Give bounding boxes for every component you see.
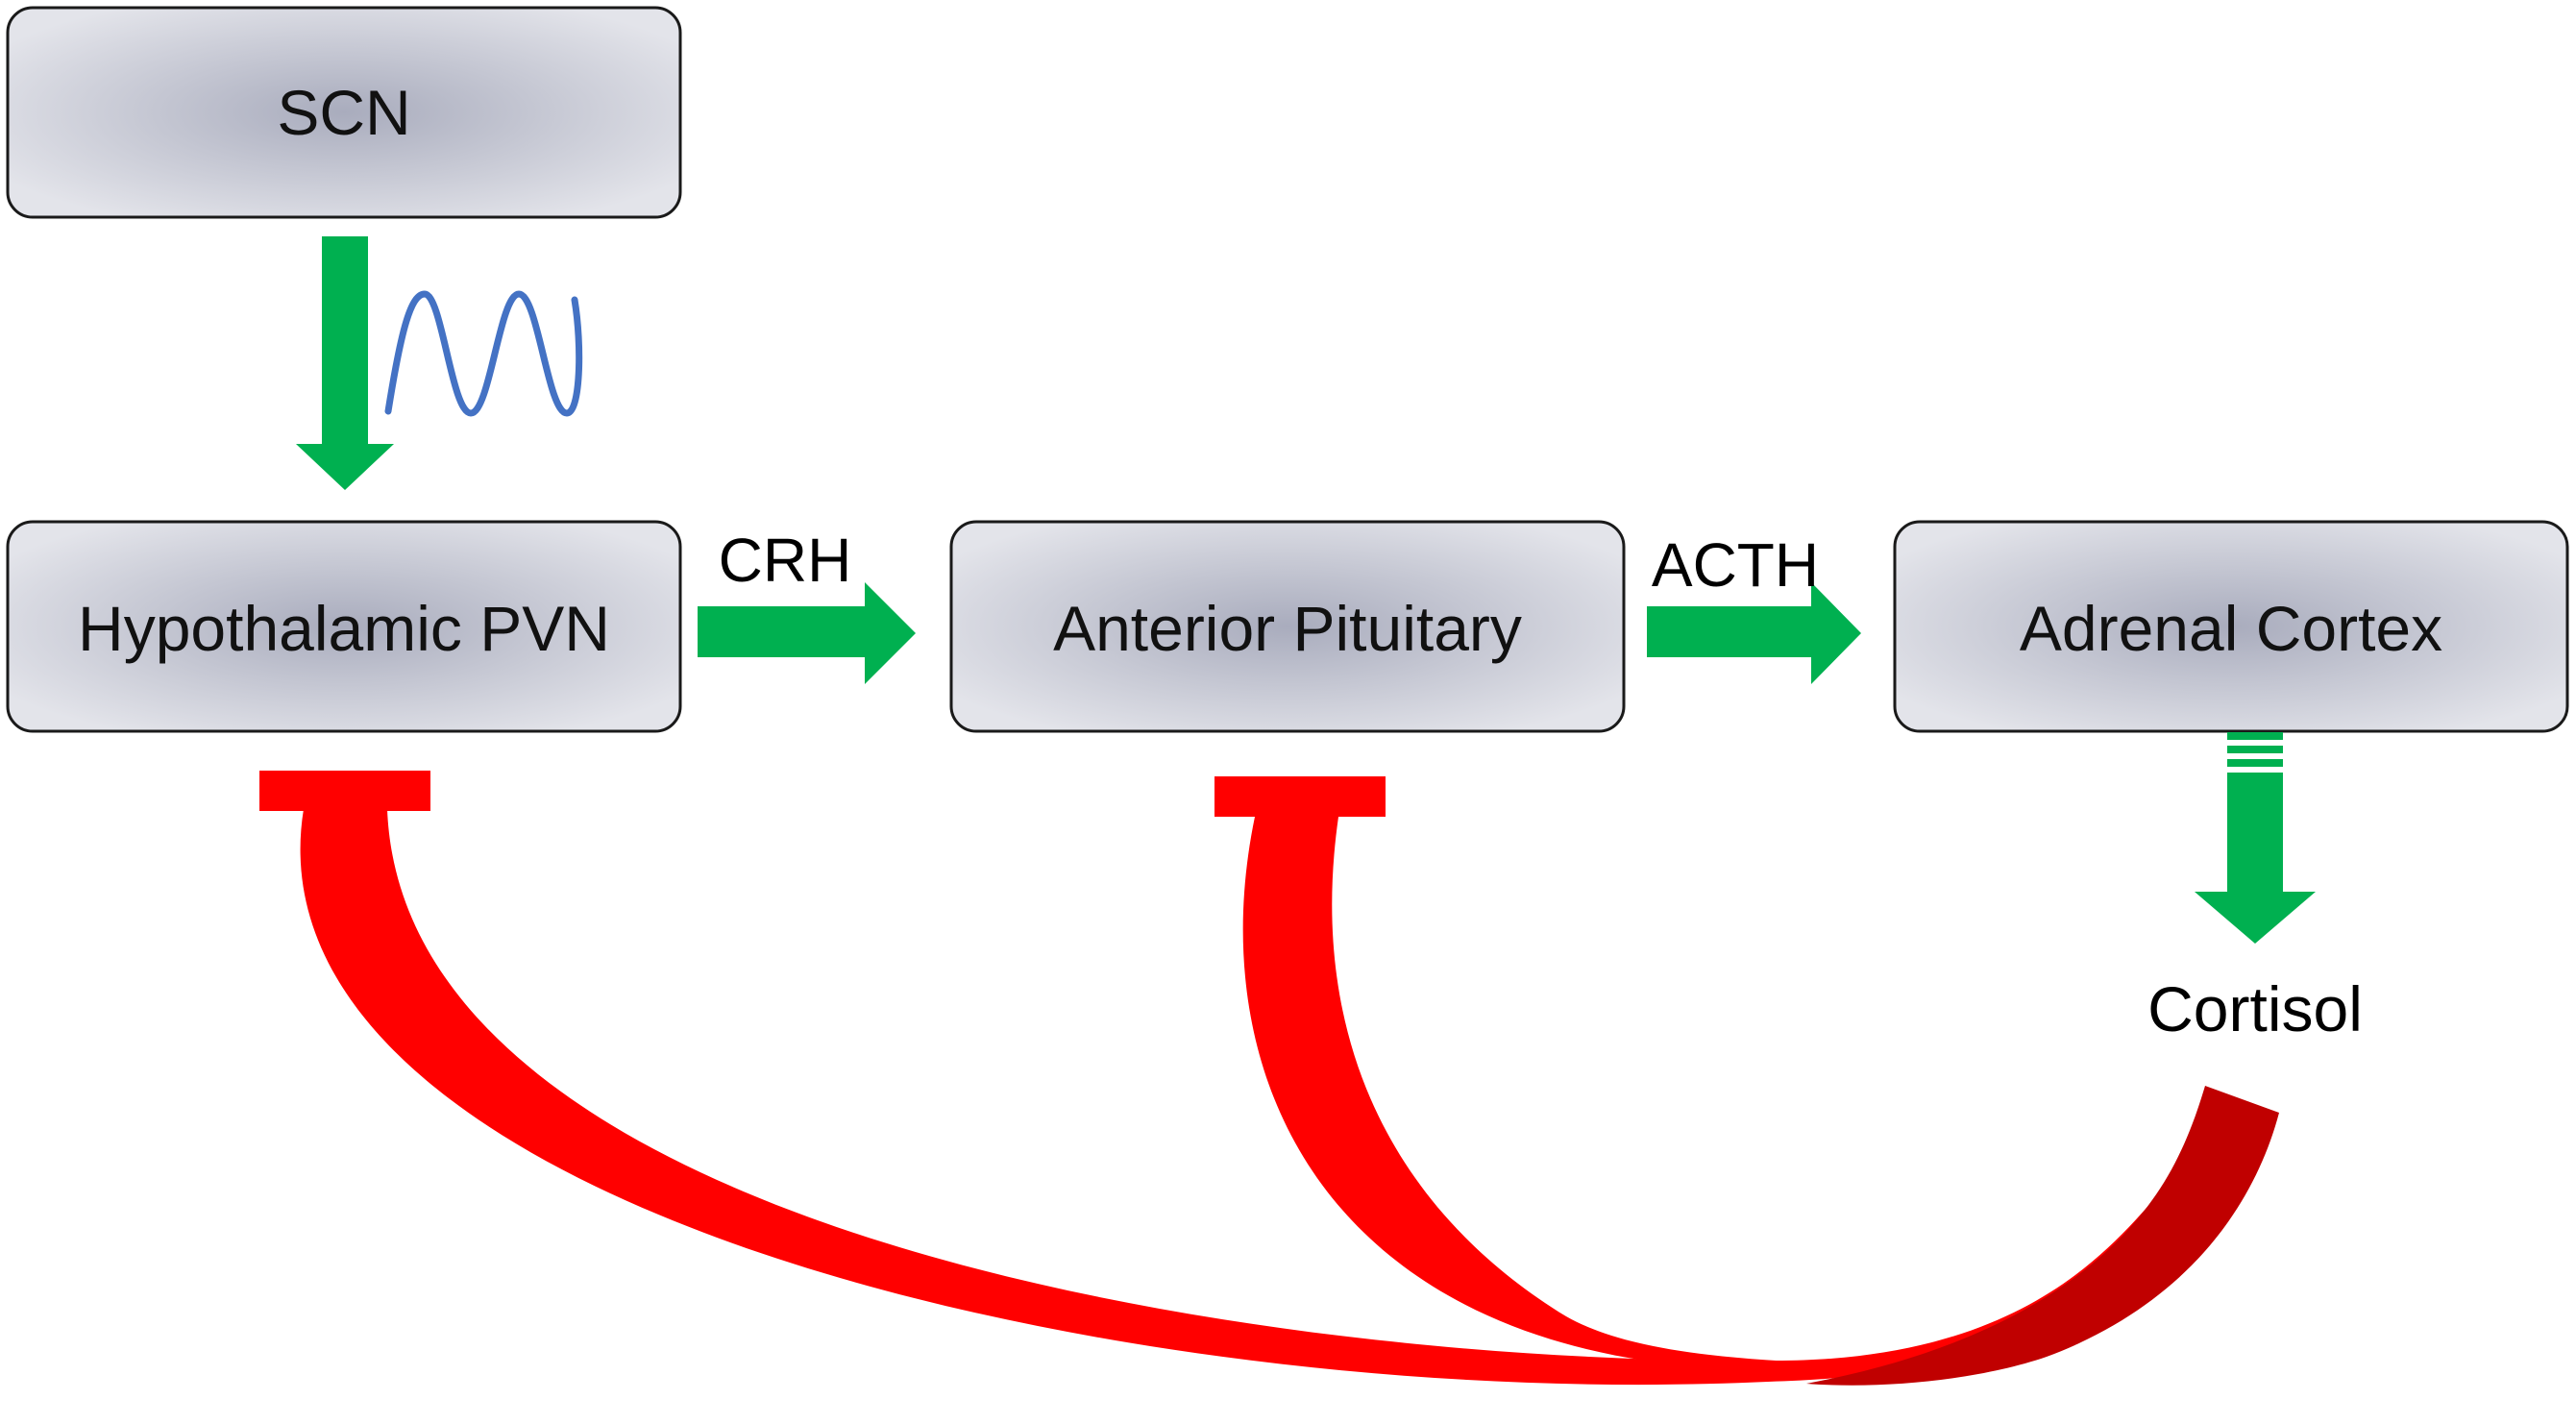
scn-to-pvn-arrow: [296, 236, 394, 490]
pvn-label: Hypothalamic PVN: [78, 593, 610, 664]
pvn-box: [6, 520, 682, 733]
crh-arrow: [698, 582, 916, 684]
crh-label: CRH: [719, 526, 852, 595]
adrenal-label: Adrenal Cortex: [2020, 593, 2442, 664]
pituitary-label: Anterior Pituitary: [1053, 593, 1522, 664]
scn-label: SCN: [277, 77, 410, 148]
adrenal-box: [1893, 520, 2569, 733]
adrenal-to-cortisol-arrow: [2195, 732, 2316, 944]
sine-wave-path: [384, 290, 583, 417]
pituitary-box: [949, 520, 1626, 733]
scn-box: [6, 6, 682, 219]
pvn-node: Hypothalamic PVN: [6, 520, 682, 733]
cortisol-feedback-origin: [1806, 1086, 2279, 1386]
cortisol-label: Cortisol: [2147, 973, 2363, 1044]
acth-label: ACTH: [1652, 530, 1819, 600]
adrenal-node: Adrenal Cortex: [1893, 520, 2569, 733]
pvn-inhibition-bar: [259, 771, 430, 811]
acth-arrow: [1647, 582, 1861, 684]
cortisol-inhibits-pvn-curve: [300, 809, 2211, 1386]
pituitary-inhibition-bar: [1214, 776, 1386, 817]
pituitary-node: Anterior Pituitary: [949, 520, 1626, 733]
scn-node: SCN: [6, 6, 682, 219]
